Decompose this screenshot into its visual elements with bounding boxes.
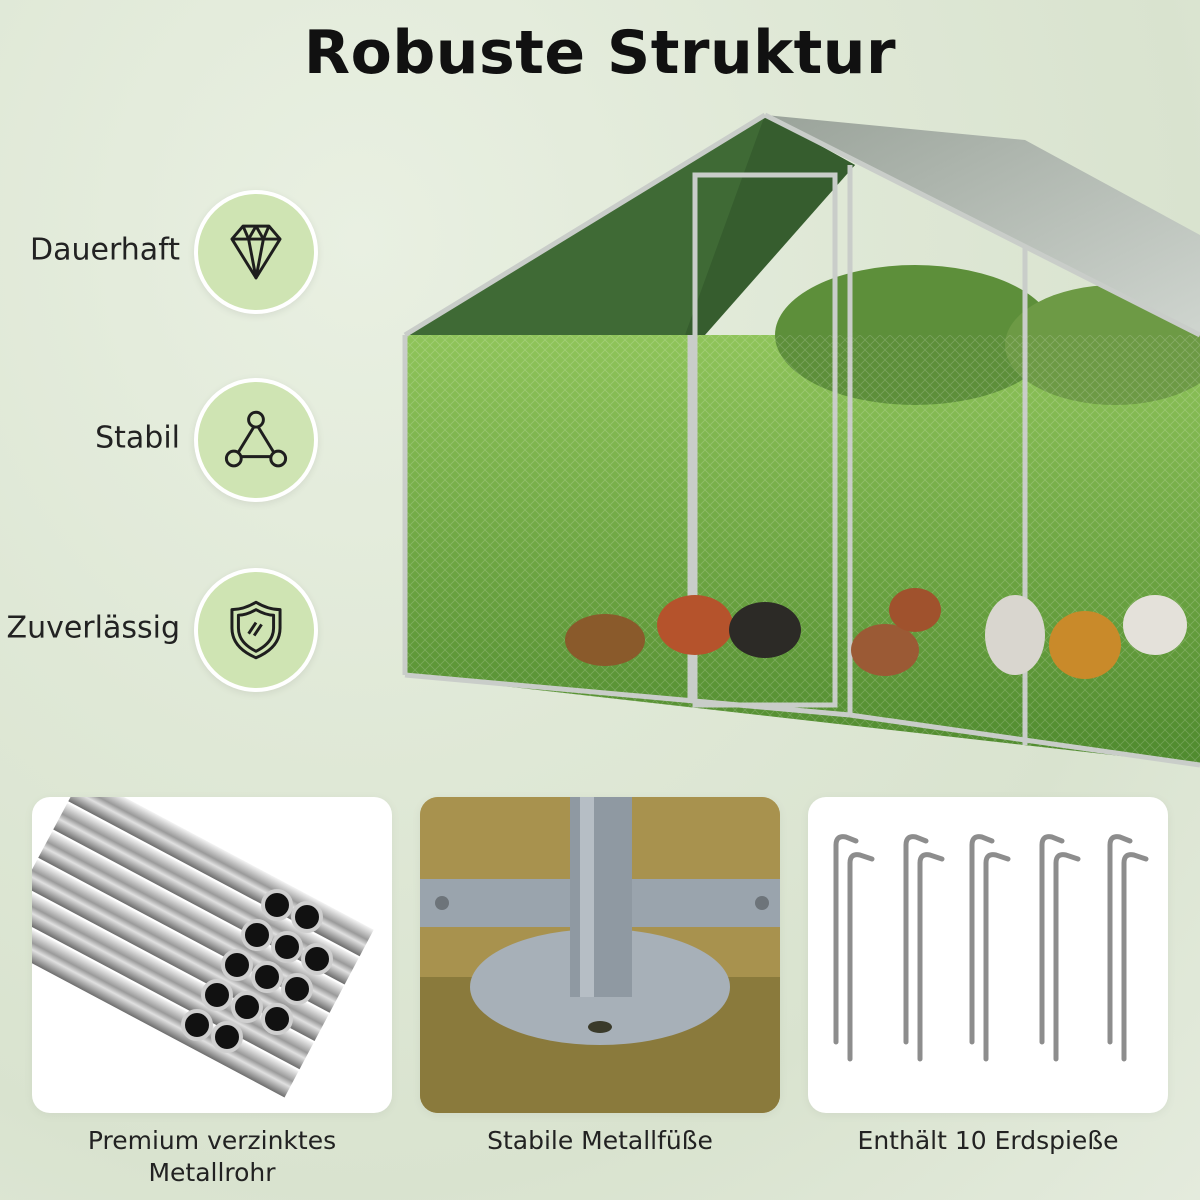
feature-circle-stable <box>194 378 318 502</box>
chicken-coop-image <box>395 105 1200 785</box>
feature-label-reliable: Zuverlässig <box>6 610 180 646</box>
feature-circle-durable <box>194 190 318 314</box>
feature-circle-reliable <box>194 568 318 692</box>
feature-label-stable: Stabil <box>95 420 180 456</box>
caption-ground-stakes: Enthält 10 Erdspieße <box>857 1126 1119 1155</box>
feature-reliable: Zuverlässig <box>0 568 330 692</box>
caption-metal-foot: Stabile Metallfüße <box>487 1126 713 1155</box>
card-metal-foot <box>420 797 780 1113</box>
galvanized-pipes-image <box>32 797 374 1098</box>
card-ground-stakes <box>808 797 1168 1113</box>
shield-icon <box>230 600 282 660</box>
ground-stakes-image <box>833 834 1149 1062</box>
diamond-icon <box>230 224 282 280</box>
feature-label-durable: Dauerhaft <box>30 232 180 268</box>
metal-foot-image <box>420 797 780 1113</box>
card-galvanized-pipes <box>32 797 392 1113</box>
feature-durable: Dauerhaft <box>0 190 330 314</box>
triangle-nodes-icon <box>224 410 288 468</box>
page-title: Robuste Struktur <box>303 18 897 88</box>
caption-galvanized-pipes: Premium verzinktes Metallrohr <box>87 1126 337 1187</box>
feature-stable: Stabil <box>0 378 330 502</box>
